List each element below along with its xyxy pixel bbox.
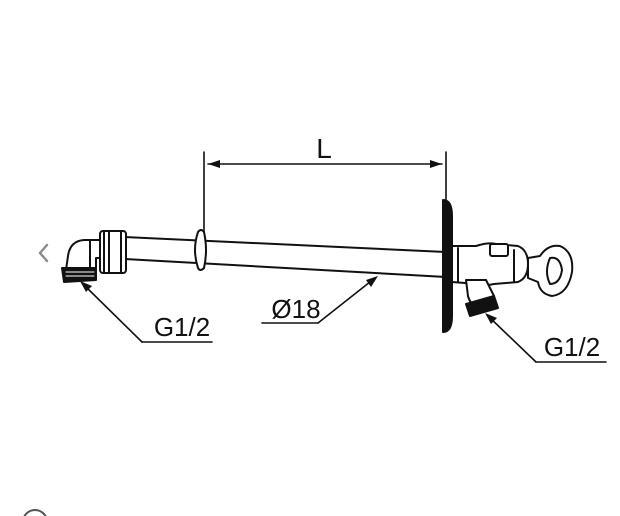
valve-body xyxy=(451,242,574,317)
union-nut xyxy=(99,230,127,274)
thread-label-left: G1/2 xyxy=(154,312,210,342)
leader-thread-left xyxy=(80,281,213,343)
pipe xyxy=(124,236,447,278)
prev-image-button[interactable] xyxy=(30,238,56,268)
thread-label-right: G1/2 xyxy=(544,332,600,362)
leader-thread-right xyxy=(485,313,607,363)
diameter-label: Ø18 xyxy=(271,294,320,324)
chevron-left-icon xyxy=(38,243,49,263)
wall-collar-left xyxy=(194,229,207,271)
leader-diameter xyxy=(261,276,378,324)
dimension-length xyxy=(203,151,447,233)
length-label: L xyxy=(316,133,332,164)
elbow-connector xyxy=(61,239,101,283)
pagination-dot-icon[interactable] xyxy=(23,509,47,516)
wall-flange-right xyxy=(442,199,453,333)
